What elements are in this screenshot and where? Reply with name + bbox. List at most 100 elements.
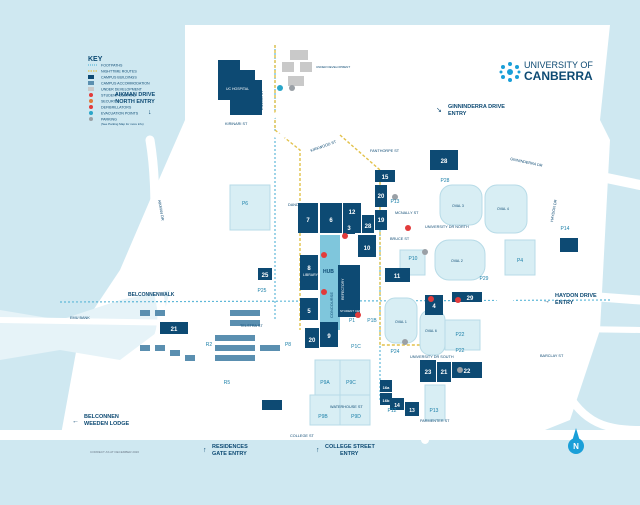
parking-label: P9A (320, 380, 330, 386)
street-labels: AIKMAN DR GINNINDERRA DR HAYDON DR COLLE… (70, 90, 564, 438)
student-central-marker (355, 312, 361, 318)
evacuation-swatch (89, 111, 93, 115)
university-dr-north-label: UNIVERSITY DR NORTH (425, 225, 469, 229)
kirinari-st-label: KIRINARI ST (225, 122, 248, 126)
parking-lots (229, 184, 536, 426)
parking-label: P22 (456, 348, 465, 354)
building-21 (160, 322, 188, 334)
ginninderra-entry-label-1: GINNINDERRA DRIVE (448, 104, 505, 110)
building-3 (343, 220, 355, 234)
building-number: 22 (464, 369, 471, 375)
bruce-st-label: BRUCE ST (390, 237, 410, 241)
uc-hospital-label: UC HOSPITAL (226, 87, 249, 91)
aikman-entry-label-2: NORTH ENTRY (115, 99, 155, 105)
oval-3-label: OVAL 3 (452, 204, 464, 208)
uc-hospital-building (218, 60, 262, 115)
arrow-up-icon: ↑ (316, 447, 320, 454)
nighttime-routes (274, 45, 420, 346)
markers (277, 85, 463, 373)
accom-block (230, 320, 260, 326)
parking-label: P22 (456, 332, 465, 338)
under-development-area (282, 50, 312, 86)
arrow-down-icon: ↓ (148, 109, 152, 116)
parking-label: P8 (285, 342, 291, 348)
building-number: 8 (307, 266, 311, 272)
accom-block (215, 355, 255, 361)
north-roundabout (266, 111, 294, 139)
building-number: 19 (378, 218, 385, 224)
building-number: 15 (382, 175, 389, 181)
residences-entry-label-1: RESIDENCES (212, 444, 248, 450)
building-18-north (560, 238, 578, 252)
accom-block (215, 335, 255, 341)
dillon-st-label: DILLON ST (260, 90, 264, 110)
accommodation-swatch (88, 81, 94, 85)
building-number: 12 (349, 210, 356, 216)
accom-block (140, 310, 150, 316)
building-number: 7 (306, 218, 310, 224)
building-22 (437, 362, 451, 382)
aikman-entry-label-1: AIKMAN DRIVE (115, 92, 156, 98)
aikman-drive-road (115, 135, 167, 405)
accom-block (140, 345, 150, 351)
parking-label: R5 (224, 380, 231, 386)
dev-block (282, 62, 294, 72)
haydon-entry-label-2: ENTRY (555, 300, 574, 306)
entry-labels: AIKMAN DRIVE NORTH ENTRY GINNINDERRA DRI… (84, 92, 597, 457)
p10-lot (399, 249, 426, 276)
parking-labels: P6 P4 P22 P22 P9A P9C P9B P9D P13 P10 P1… (206, 178, 570, 420)
parking-label: P24 (391, 349, 400, 355)
evacuation-point-icon (289, 85, 295, 91)
aikman-dr-label: AIKMAN DR (157, 199, 165, 221)
key-item-label: FOOTPATHS (101, 64, 123, 68)
building-15 (375, 170, 395, 182)
evacuation-point-icon (392, 194, 398, 200)
ginninderra-dr-label: GINNINDERRA DR (510, 157, 543, 168)
dandaloo-st-label: DANDALOO ST (288, 203, 316, 207)
campus-accommodation (140, 310, 280, 361)
building-number: 28 (441, 159, 448, 165)
development-swatch (88, 87, 94, 91)
building-number: 28 (365, 224, 372, 230)
key-item-label: CAMPUS ACCOMMODATION (101, 82, 150, 86)
key-item-label: (See Parking Map for more info) (101, 122, 144, 126)
key-item-label: CAMPUS BUILDINGS (101, 76, 137, 80)
haydon-dr-label: HAYDON DR (550, 199, 558, 222)
parking-label: P1 (349, 318, 355, 324)
fanthorpe-st-label: FANTHORPE ST (370, 149, 400, 153)
building-7 (298, 203, 318, 233)
p22-lot (444, 319, 481, 351)
belconnen-walk-label: BELCONNENWALK (128, 292, 175, 298)
building-10 (358, 235, 376, 257)
footer-note: CORRECT AS AT DECEMBER 2020 (90, 450, 139, 454)
evacuation-point-icon (402, 339, 408, 345)
building-16b (380, 393, 392, 405)
brand-line1: UNIVERSITY OF (524, 60, 593, 70)
building-number: 13 (409, 408, 415, 414)
lake-area (0, 290, 170, 360)
student-central-label: STUDENT CENTRAL (340, 309, 369, 313)
key-item-label: PARKING (101, 118, 117, 122)
arrow-up-icon: ↑ (203, 447, 207, 454)
haydon-entry-label-1: HAYDON DRIVE (555, 293, 597, 299)
parking-label: P13 (430, 408, 439, 414)
student-central-swatch (89, 93, 93, 97)
defibrillator-marker (321, 252, 327, 258)
accom-block (230, 310, 260, 316)
building-18 (375, 210, 387, 230)
under-development-label: UNDER DEVELOPMENT (316, 65, 350, 69)
defibrillator-marker (405, 225, 411, 231)
haydon-drive-south-road (536, 216, 640, 434)
college-entry-label-2: ENTRY (340, 451, 359, 457)
parking-label: P1C (351, 344, 361, 350)
hub-label: HUB (323, 269, 334, 275)
oval-1-label: OVAL 1 (395, 320, 407, 324)
east-roundabout (491, 276, 519, 304)
ginninderra-drive-road (395, 130, 640, 190)
building-number: 5 (307, 309, 311, 315)
university-dr-road (416, 116, 429, 444)
building-number: 21 (441, 370, 448, 376)
place-labels: UC HOSPITAL UNDER DEVELOPMENT HUB CONCOU… (90, 65, 509, 454)
parking-label: P9C (346, 380, 356, 386)
night-route-east (339, 134, 420, 346)
